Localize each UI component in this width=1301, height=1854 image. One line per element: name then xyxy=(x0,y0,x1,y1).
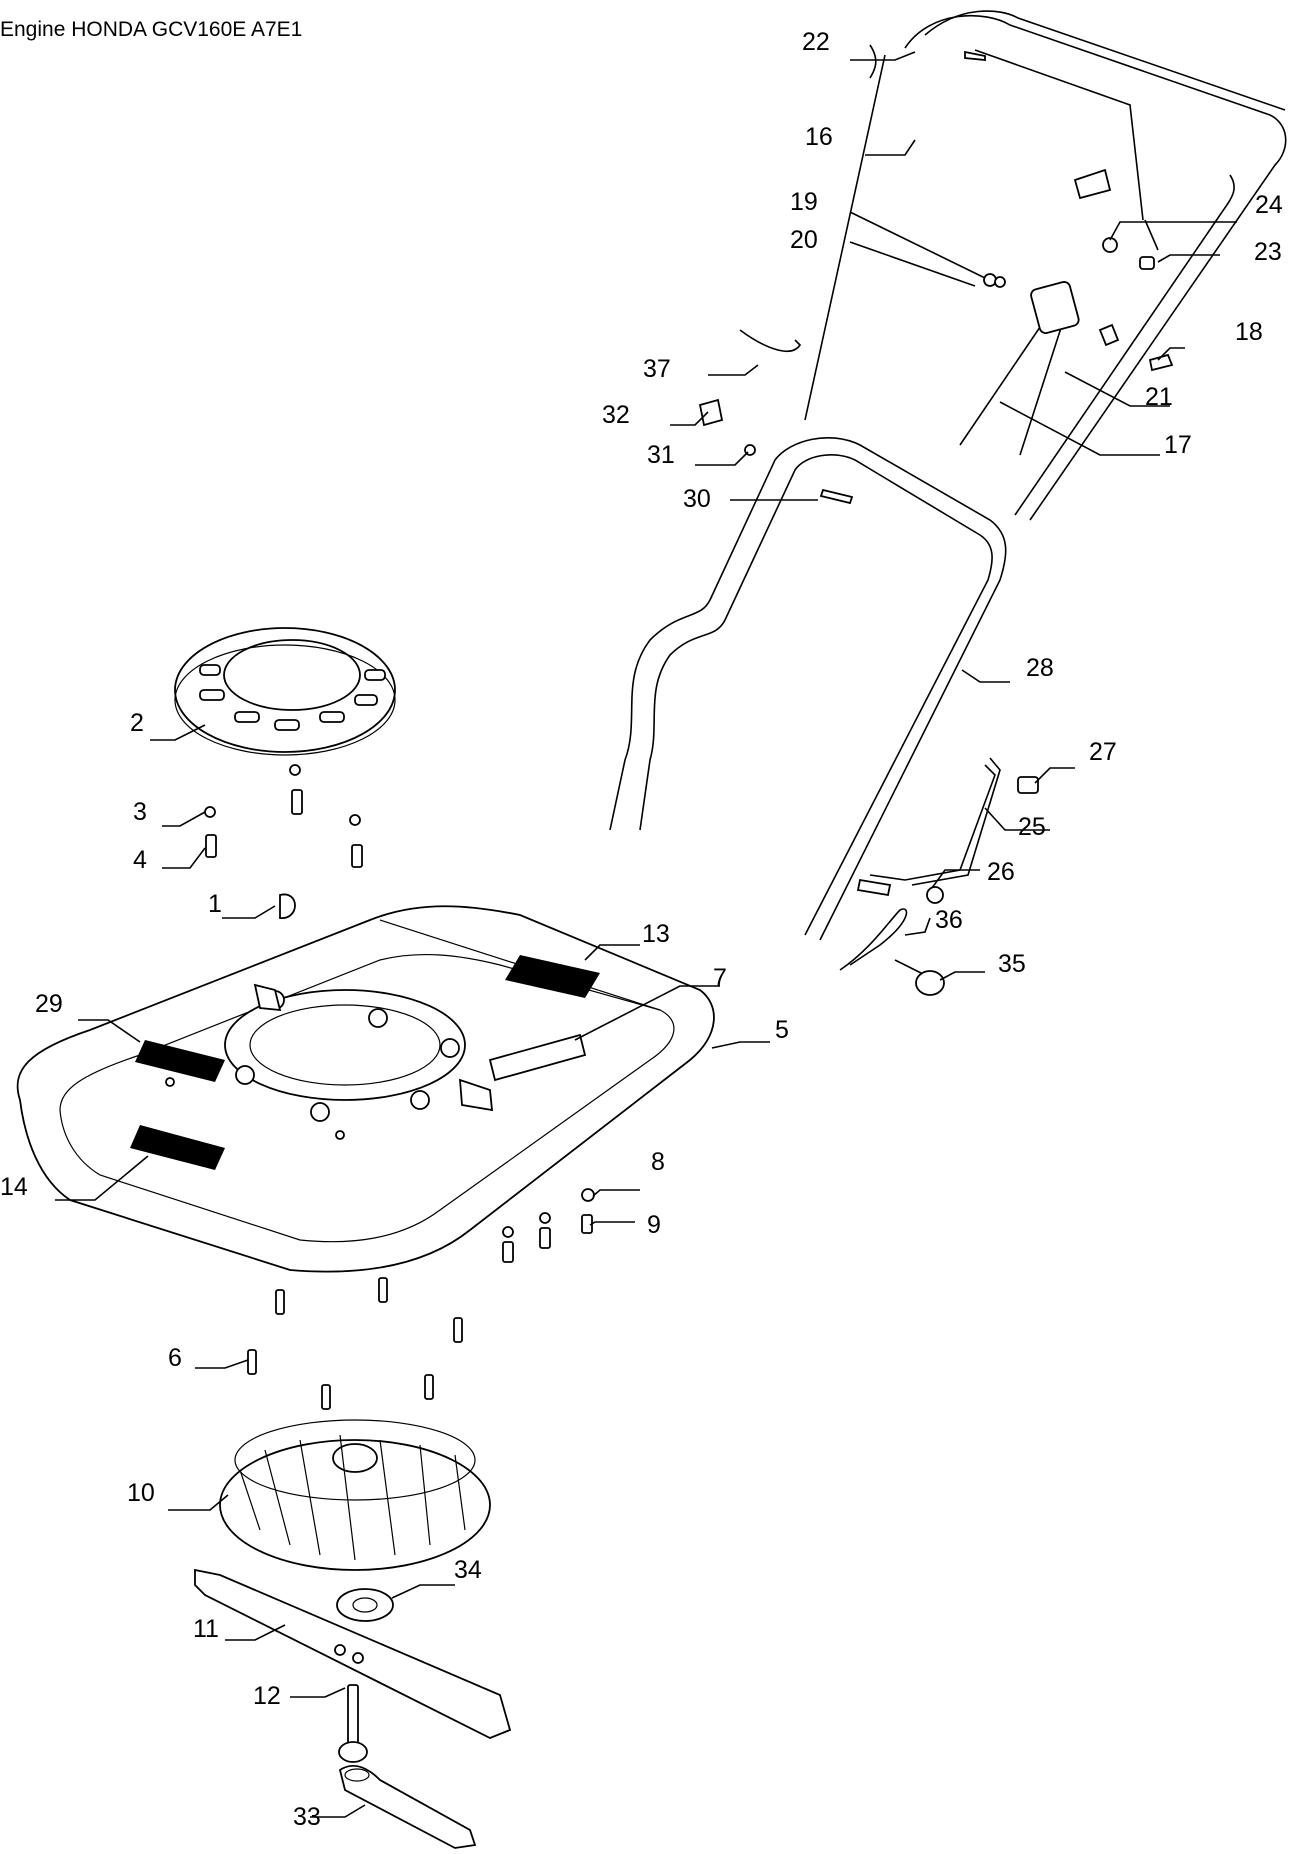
callout-label: 19 xyxy=(790,188,818,216)
callout-label: 9 xyxy=(647,1211,661,1239)
callout-label: 13 xyxy=(642,920,670,948)
bolt-12 xyxy=(338,1684,368,1763)
callout-label: 14 xyxy=(0,1173,28,1201)
callout-label: 22 xyxy=(802,28,830,56)
handle-lever xyxy=(869,44,1112,200)
fan-10 xyxy=(219,1419,491,1571)
bolt-35 xyxy=(894,959,945,996)
page-title: Engine HONDA GCV160E A7E1 xyxy=(0,18,303,41)
callout-lines xyxy=(55,51,1237,1818)
deck-fasteners xyxy=(502,1188,595,1263)
lower-handle xyxy=(609,437,1007,941)
callout-label: 29 xyxy=(35,990,63,1018)
callout-label: 7 xyxy=(713,964,727,992)
callout-label: 31 xyxy=(647,441,675,469)
adapter-33 xyxy=(338,1765,477,1849)
callout-label: 26 xyxy=(987,858,1015,886)
washer-34 xyxy=(336,1588,394,1622)
callout-label: 36 xyxy=(935,906,963,934)
grass-ring-2 xyxy=(174,627,396,756)
callout-label: 4 xyxy=(133,846,147,874)
callout-label: 2 xyxy=(130,709,144,737)
callout-label: 28 xyxy=(1026,654,1054,682)
upper-handle xyxy=(804,10,1287,521)
clip-36 xyxy=(839,908,908,971)
small-handle-parts xyxy=(698,237,1174,505)
callout-label: 20 xyxy=(790,226,818,254)
callout-label: 8 xyxy=(651,1148,665,1176)
callout-label: 32 xyxy=(602,401,630,429)
screws-6 xyxy=(247,1277,463,1410)
callout-label: 3 xyxy=(133,798,147,826)
callout-label: 6 xyxy=(168,1344,182,1372)
control-cable xyxy=(959,281,1080,456)
ring-fasteners xyxy=(204,764,363,868)
callout-label: 35 xyxy=(998,950,1026,978)
callout-label: 17 xyxy=(1164,431,1192,459)
callout-label: 27 xyxy=(1089,738,1117,766)
callout-labels: 22 16 19 20 24 23 18 37 21 32 17 31 30 2… xyxy=(0,28,1283,1831)
callout-label: 30 xyxy=(683,485,711,513)
callout-label: 23 xyxy=(1254,238,1282,266)
callout-label: 5 xyxy=(775,1016,789,1044)
callout-label: 33 xyxy=(293,1803,321,1831)
deck-5 xyxy=(16,905,715,1273)
callout-label: 16 xyxy=(805,123,833,151)
callout-label: 1 xyxy=(208,890,222,918)
callout-label: 34 xyxy=(454,1556,482,1584)
callout-label: 37 xyxy=(643,355,671,383)
blade-11 xyxy=(194,1568,512,1739)
callout-label: 10 xyxy=(127,1479,155,1507)
callout-label: 24 xyxy=(1255,191,1283,219)
callout-label: 18 xyxy=(1235,318,1263,346)
callout-label: 25 xyxy=(1018,813,1046,841)
callout-label: 12 xyxy=(253,1682,281,1710)
callout-label: 21 xyxy=(1145,383,1173,411)
key-1 xyxy=(279,893,296,919)
callout-label: 11 xyxy=(193,1615,219,1643)
